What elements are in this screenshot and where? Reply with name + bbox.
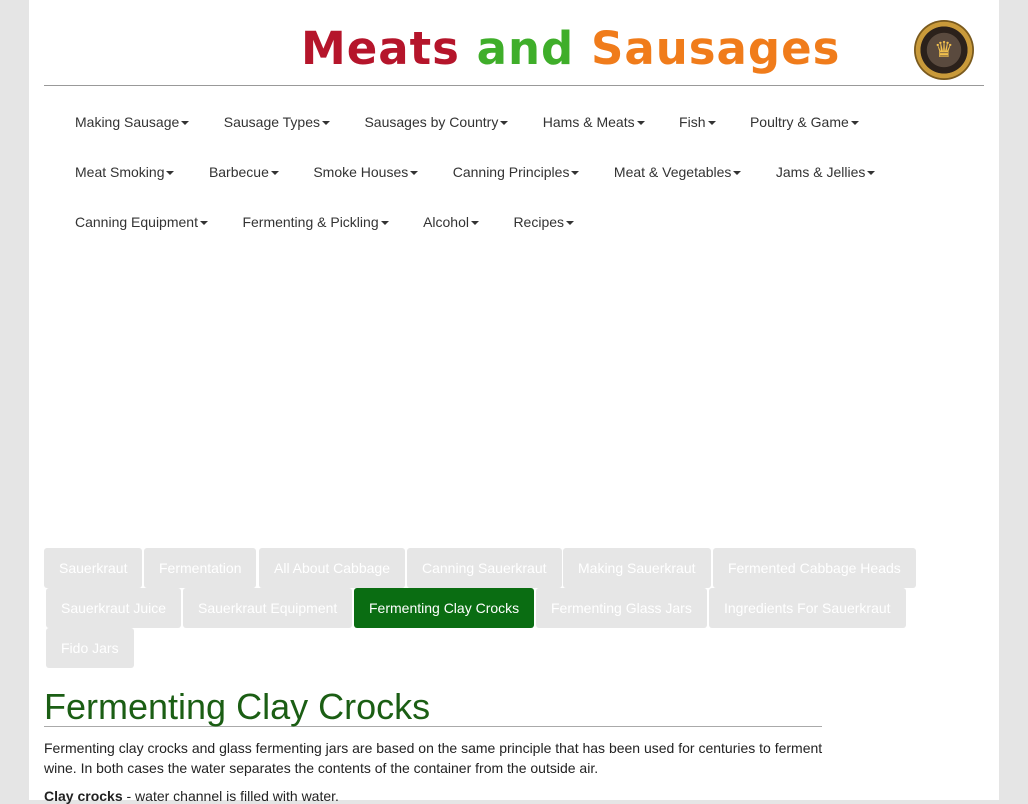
nav-meat-smoking[interactable]: Meat Smoking	[75, 160, 175, 184]
subnav-sauerkraut[interactable]: Sauerkraut	[44, 548, 143, 588]
subnav-all-about-cabbage[interactable]: All About Cabbage	[259, 548, 405, 588]
crown-icon: ♛	[934, 37, 954, 62]
nav-sausage-types[interactable]: Sausage Types	[224, 110, 331, 134]
subnav-canning-sauerkraut[interactable]: Canning Sauerkraut	[407, 548, 562, 588]
page-title: Fermenting Clay Crocks	[44, 684, 822, 727]
nav-meat-vegetables[interactable]: Meat & Vegetables	[614, 160, 742, 184]
nav-barbecue[interactable]: Barbecue	[209, 160, 279, 184]
nav-hams-meats[interactable]: Hams & Meats	[543, 110, 645, 134]
caret-down-icon	[571, 171, 580, 176]
subnav-fido-jars[interactable]: Fido Jars	[46, 628, 134, 668]
nav-canning-equipment[interactable]: Canning Equipment	[75, 210, 208, 234]
caret-down-icon	[566, 221, 575, 226]
subnav-fermentation[interactable]: Fermentation	[144, 548, 257, 588]
logo-word-and: and	[476, 22, 575, 75]
nav-canning-principles[interactable]: Canning Principles	[453, 160, 580, 184]
nav-fish[interactable]: Fish	[679, 110, 716, 134]
logo-word-meats: Meats	[301, 22, 460, 75]
subnav-fermenting-clay-crocks[interactable]: Fermenting Clay Crocks	[354, 588, 535, 628]
subnav-making-sauerkraut[interactable]: Making Sauerkraut	[563, 548, 711, 588]
intro-paragraph: Fermenting clay crocks and glass ferment…	[44, 740, 823, 776]
nav-fermenting-pickling[interactable]: Fermenting & Pickling	[242, 210, 389, 234]
caret-down-icon	[850, 121, 859, 126]
caret-down-icon	[500, 121, 509, 126]
subnav-sauerkraut-juice[interactable]: Sauerkraut Juice	[46, 588, 182, 628]
caret-down-icon	[199, 221, 208, 226]
site-header: Meats and Sausages ♛	[44, 0, 984, 86]
nav-smoke-houses[interactable]: Smoke Houses	[313, 160, 419, 184]
caret-down-icon	[166, 171, 175, 176]
caret-down-icon	[636, 121, 645, 126]
subnav-ingredients-for-sauerkraut[interactable]: Ingredients For Sauerkraut	[709, 588, 906, 628]
main-nav-row-1: Making Sausage Sausage Types Sausages by…	[75, 110, 889, 134]
main-nav-row-2: Meat Smoking Barbecue Smoke Houses Canni…	[75, 160, 905, 184]
caret-down-icon	[270, 171, 279, 176]
nav-alcohol[interactable]: Alcohol	[423, 210, 479, 234]
clay-crocks-paragraph: Clay crocks - water channel is filled wi…	[44, 788, 829, 804]
nav-making-sausage[interactable]: Making Sausage	[75, 110, 190, 134]
crown-badge-icon[interactable]: ♛	[914, 20, 974, 80]
caret-down-icon	[181, 121, 190, 126]
nav-recipes[interactable]: Recipes	[513, 210, 575, 234]
nav-sausages-by-country[interactable]: Sausages by Country	[364, 110, 509, 134]
clay-crocks-label: Clay crocks	[44, 788, 123, 804]
caret-down-icon	[380, 221, 389, 226]
subnav-fermenting-glass-jars[interactable]: Fermenting Glass Jars	[536, 588, 707, 628]
caret-down-icon	[867, 171, 876, 176]
caret-down-icon	[707, 121, 716, 126]
caret-down-icon	[733, 171, 742, 176]
page: Meats and Sausages ♛ Making Sausage Saus…	[29, 0, 999, 804]
subnav-fermented-cabbage-heads[interactable]: Fermented Cabbage Heads	[713, 548, 916, 588]
nav-jams-jellies[interactable]: Jams & Jellies	[776, 160, 876, 184]
clay-crocks-text: - water channel is filled with water.	[122, 788, 339, 804]
caret-down-icon	[322, 121, 331, 126]
nav-poultry-game[interactable]: Poultry & Game	[750, 110, 859, 134]
subnav-sauerkraut-equipment[interactable]: Sauerkraut Equipment	[183, 588, 353, 628]
site-logo[interactable]: Meats and Sausages	[301, 22, 840, 75]
caret-down-icon	[470, 221, 479, 226]
logo-word-sausages: Sausages	[590, 22, 841, 75]
main-nav-row-3: Canning Equipment Fermenting & Pickling …	[75, 210, 604, 234]
caret-down-icon	[410, 171, 419, 176]
